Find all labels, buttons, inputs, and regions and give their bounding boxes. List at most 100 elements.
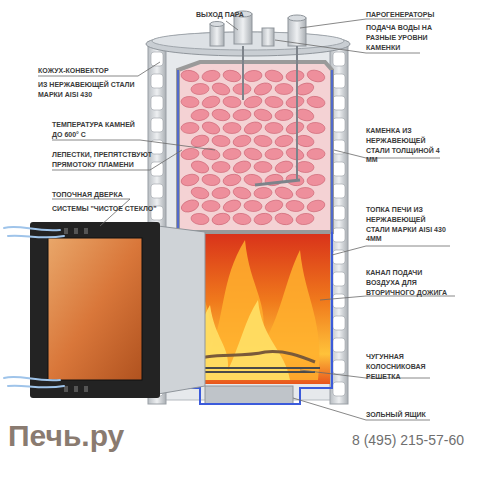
lattice-hole — [151, 74, 163, 88]
stone — [253, 81, 274, 97]
stone — [264, 95, 283, 108]
stone — [306, 173, 325, 186]
callout-label: КОЖУХ-КОНВЕКТОР — [38, 66, 109, 76]
stone — [274, 185, 294, 201]
stone — [211, 212, 231, 227]
stone — [222, 148, 241, 161]
callout-label: ЗОЛЬНЫЙ ЯЩИК — [366, 410, 426, 420]
stone — [286, 200, 305, 213]
stone — [180, 147, 199, 160]
stone — [190, 108, 209, 122]
stone — [201, 120, 222, 136]
stone — [190, 159, 211, 175]
stone — [253, 212, 273, 226]
stone — [296, 187, 314, 199]
stone — [274, 212, 294, 226]
stone — [211, 187, 230, 200]
stone — [307, 122, 326, 134]
stone — [181, 122, 199, 134]
stone — [254, 161, 272, 173]
stone — [191, 83, 210, 95]
callout-label: ЛЕПЕСТКИ, ПРЕПЯТСТВУЮТ ПРЯМОТОКУ ПЛАМЕНИ — [52, 150, 162, 170]
stone — [211, 108, 231, 123]
stone — [295, 134, 315, 148]
stone — [265, 122, 283, 134]
lattice-hole — [333, 74, 345, 88]
lattice-hole — [151, 96, 163, 110]
stone — [190, 133, 210, 148]
lattice-hole — [333, 184, 345, 198]
callout-label: ЧУГУННАЯ КОЛОСНИКОВАЯ РЕШЕТКА — [366, 352, 432, 381]
callout-label: КАНАЛ ПОДАЧИ ВОЗДУХА ДЛЯ ВТОРИЧНОГО ДОЖИ… — [366, 268, 454, 297]
callout-label: КАМЕНКА ИЗ НЕРЖАВЕЮЩЕЙ СТАЛИ ТОЛЩИНОЙ 4 … — [366, 126, 451, 165]
stone — [201, 94, 221, 109]
stone — [264, 68, 284, 83]
lattice-hole — [333, 96, 345, 110]
stone — [274, 159, 294, 175]
lattice-hole — [333, 228, 345, 242]
stone — [190, 186, 210, 201]
stone — [222, 96, 241, 109]
lattice-hole — [333, 382, 345, 396]
stone — [212, 162, 230, 173]
stone — [275, 83, 293, 94]
stone — [232, 185, 252, 200]
stone — [201, 173, 220, 186]
callout-label: СИСТЕМЫ "ЧИСТОЕ СТЕКЛО" — [52, 204, 157, 214]
stone — [223, 123, 241, 134]
stone — [274, 134, 294, 148]
callout-label: ИЗ НЕРЖАВЕЮЩЕЙ СТАЛИ МАРКИ AISI 430 — [38, 80, 148, 100]
stone — [201, 69, 220, 83]
lattice-hole — [333, 206, 345, 220]
stone — [306, 95, 326, 109]
lattice-hole — [333, 162, 345, 176]
lattice-hole — [333, 294, 345, 308]
stone — [211, 135, 230, 148]
stone — [232, 108, 251, 121]
stone — [243, 120, 264, 136]
stone — [232, 134, 252, 149]
callout-label: ТЕМПЕРАТУРА КАМНЕЙ ДО 600° С — [52, 120, 142, 140]
stone — [253, 134, 272, 147]
lattice-hole — [333, 360, 345, 374]
stone — [232, 212, 251, 226]
stone — [264, 198, 284, 214]
stone — [202, 200, 220, 211]
stone — [253, 107, 273, 122]
stone — [222, 198, 243, 214]
stone — [243, 69, 262, 82]
stone — [190, 212, 209, 225]
lattice-hole — [151, 162, 163, 176]
lattice-hole — [333, 118, 345, 132]
stone — [180, 198, 201, 214]
callout-label: ВЫХОД ПАРА — [196, 10, 244, 20]
stone — [181, 96, 200, 108]
lattice-hole — [333, 338, 345, 352]
callout-label: ПАРОГЕНЕРАТОРЫ — [366, 10, 434, 20]
stone — [307, 148, 325, 160]
stone — [285, 120, 305, 136]
lattice-hole — [151, 184, 163, 198]
stone — [286, 70, 305, 83]
stone — [232, 159, 253, 175]
lattice-hole — [333, 272, 345, 286]
stone — [180, 69, 200, 83]
stone — [243, 95, 263, 110]
stone — [244, 200, 263, 212]
stone — [285, 146, 305, 162]
stone — [306, 68, 326, 84]
stone — [180, 172, 200, 187]
lattice-hole — [333, 316, 345, 330]
stone — [306, 198, 326, 213]
stone — [211, 81, 232, 97]
stone — [285, 95, 305, 109]
callout-label: ПОДАЧА ВОДЫ НА РАЗНЫЕ УРОВНИ КАМЕНКИ — [366, 23, 438, 52]
lattice-hole — [333, 52, 345, 66]
lattice-hole — [151, 118, 163, 132]
stone — [296, 161, 315, 173]
stone — [222, 69, 242, 84]
brand-logo: Печь.ру — [8, 418, 124, 454]
callout-label: ТОПКА ПЕЧИ ИЗ НЕРЖАВЕЮЩЕЙ СТАЛИ МАРКИ AI… — [366, 205, 451, 244]
stone — [275, 109, 294, 122]
